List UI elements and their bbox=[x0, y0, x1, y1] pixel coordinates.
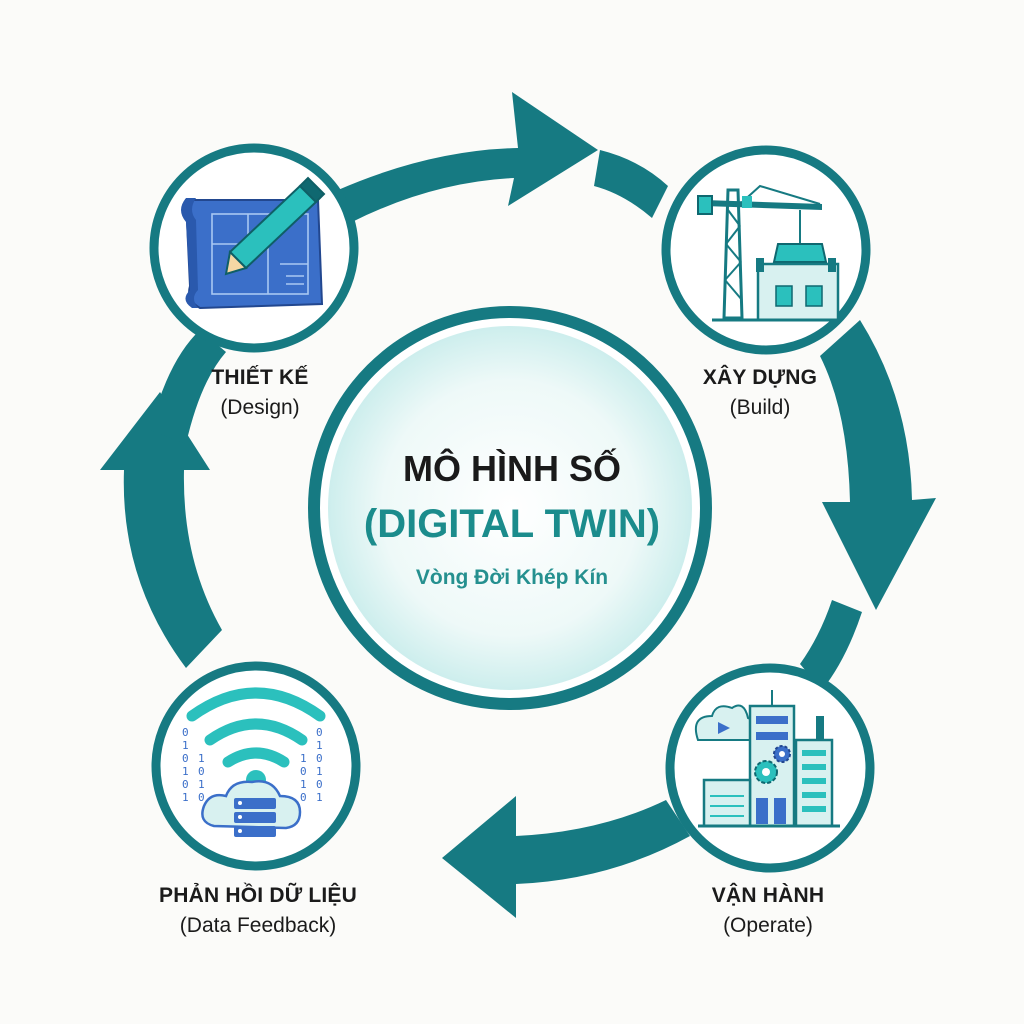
arrow-design-to-build bbox=[338, 92, 598, 222]
stage-label-feedback-vn: PHẢN HỒI DỮ LIỆU bbox=[159, 884, 357, 907]
arrow-operate-to-feedback bbox=[442, 796, 690, 918]
arrow-segment-top-right bbox=[594, 150, 668, 218]
stage-label-feedback: PHẢN HỒI DỮ LIỆU (Data Feedback) bbox=[118, 884, 398, 938]
stage-circle-build bbox=[661, 145, 871, 355]
stage-circle-design bbox=[149, 143, 359, 353]
stage-label-build-vn: XÂY DỰNG bbox=[702, 366, 818, 389]
wifi-cloud-server-icon bbox=[186, 687, 326, 837]
center-hub bbox=[308, 306, 712, 710]
stage-label-design-en: (Design) bbox=[220, 396, 300, 419]
stage-label-operate-en: (Operate) bbox=[723, 914, 813, 937]
center-title: MÔ HÌNH SỐ bbox=[402, 448, 621, 489]
arrow-segment-right-lower bbox=[800, 600, 862, 690]
stage-label-feedback-en: (Data Feedback) bbox=[179, 914, 337, 937]
center-caption: Vòng Đời Khép Kín bbox=[415, 566, 609, 589]
stage-label-operate-vn: VẬN HÀNH bbox=[711, 884, 825, 907]
crane-construction-icon bbox=[697, 184, 840, 322]
arrow-segment-left-upper bbox=[150, 330, 226, 444]
center-subtitle: (DIGITAL TWIN) bbox=[363, 502, 661, 546]
stage-circle-feedback bbox=[151, 661, 361, 871]
stage-label-build-en: (Build) bbox=[729, 396, 791, 419]
stage-label-build: XÂY DỰNG (Build) bbox=[630, 366, 890, 420]
blueprint-pencil-icon bbox=[181, 176, 326, 310]
arrow-feedback-to-design bbox=[100, 392, 222, 668]
stage-circle-operate bbox=[665, 663, 875, 873]
stage-label-operate: VẬN HÀNH (Operate) bbox=[638, 884, 898, 938]
stage-label-design-vn: THIẾT KẾ bbox=[211, 366, 309, 389]
cycle-arrows bbox=[100, 92, 936, 918]
smart-building-gear-icon bbox=[694, 690, 840, 828]
arrow-build-to-operate bbox=[820, 320, 936, 610]
stage-label-design: THIẾT KẾ (Design) bbox=[130, 366, 390, 420]
